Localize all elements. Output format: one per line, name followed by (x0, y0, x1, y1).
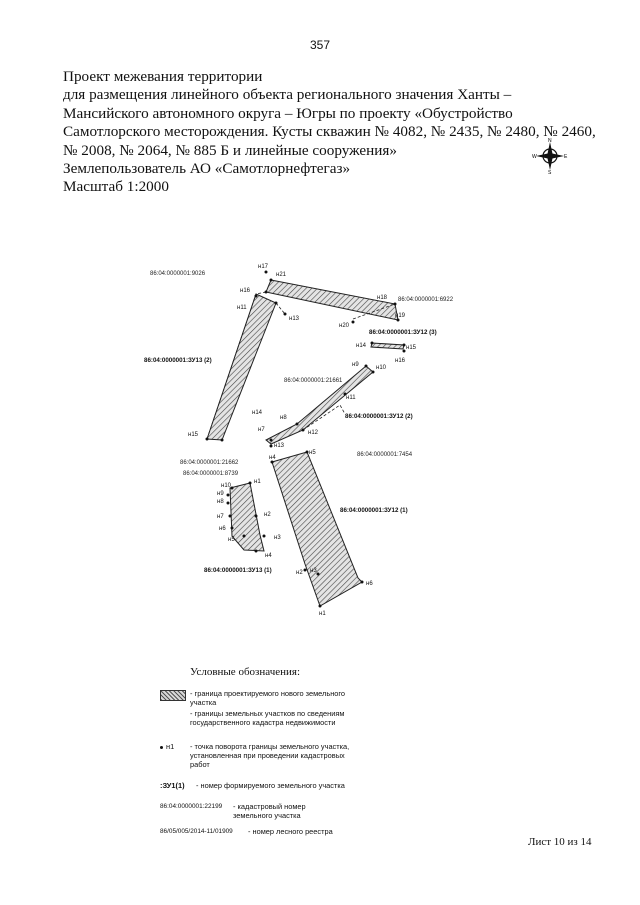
cadastral-label: 86:04:0000001:9026 (150, 271, 206, 277)
point-label: н12 (308, 430, 319, 436)
legend-text: - точка поворота границы земельного учас… (190, 742, 350, 770)
legend-point-symbol: н1 (160, 742, 174, 751)
point-label: н9 (217, 491, 224, 497)
title-line: Масштаб 1:2000 (63, 178, 169, 196)
point-label: н6 (366, 581, 373, 587)
cadastral-boundary (302, 404, 346, 431)
title-line: для размещения линейного объекта региона… (63, 86, 512, 104)
cadastral-boundary (352, 303, 396, 320)
parcel-label: 86:04:0000001:ЗУ12 (1) (340, 507, 408, 514)
point-label: н2 (264, 512, 271, 518)
point-label: н7 (258, 427, 265, 433)
point-label: н17 (258, 264, 269, 270)
legend-text: - номер формируемого земельного участка (196, 781, 345, 790)
point-label: н20 (339, 323, 350, 329)
parcel-label: 86:04:0000001:ЗУ13 (2) (144, 357, 212, 364)
point-label: н18 (377, 295, 388, 301)
legend-text: - граница проектируемого нового земельно… (190, 689, 346, 708)
point-label: н13 (289, 316, 300, 322)
compass-e: E (564, 154, 568, 160)
parcel-label: 86:04:0000001:ЗУ13 (1) (204, 567, 272, 574)
parcel-zu13-1 (229, 482, 265, 552)
legend-title: Условные обозначения: (190, 666, 301, 678)
point-label: н16 (395, 358, 406, 364)
point-label: н11 (237, 305, 247, 311)
point-label: н13 (274, 443, 285, 449)
legend-symbol: 86/05/005/2014-11/01909 (160, 828, 233, 835)
title-line: Проект межевания территории (63, 68, 263, 85)
point-label: н5 (228, 537, 235, 543)
point-label: н9 (352, 362, 359, 368)
point-label: н10 (376, 365, 387, 371)
legend-text: - номер лесного реестра (248, 827, 333, 836)
legend-symbol: 86:04:0000001:22199 (160, 803, 223, 810)
point-label: н16 (240, 288, 251, 294)
parcel-label: 86:04:0000001:ЗУ12 (2) (345, 413, 413, 420)
title-line: Самотлорского месторождения. Кусты скваж… (63, 123, 596, 141)
legend-symbol: :ЗУ1(1) (160, 781, 185, 790)
title-line: № 2008, № 2064, № 885 Б и линейные соору… (63, 141, 397, 159)
title-line: Мансийского автономного округа – Югры по… (63, 104, 513, 122)
legend-text: - границы земельных участков по сведения… (190, 709, 345, 728)
point-markers (205, 270, 406, 608)
parcel-zu13-2 (206, 293, 277, 441)
point-label: н14 (252, 410, 263, 416)
point-label: н10 (221, 483, 232, 489)
cadastral-label: 86:04:0000001:7454 (357, 452, 413, 458)
legend-text: - кадастровый номер земельного участка (233, 802, 306, 821)
point-label: н3 (310, 568, 317, 574)
legend-hatch-swatch (160, 690, 186, 701)
title-line: Землепользователь АО «Самотлорнефтегаз» (63, 160, 351, 178)
page-number: 357 (309, 38, 331, 52)
cadastral-boundary (275, 302, 286, 315)
document-title: Проект межевания территории для размещен… (63, 68, 596, 197)
point-label: н8 (280, 415, 287, 421)
cadastral-boundary (206, 291, 267, 440)
compass-s: S (548, 170, 552, 174)
parcel-zu12-1 (271, 451, 363, 607)
point-label: н11 (346, 395, 356, 401)
cadastral-label: 86:04:0000001:6922 (398, 297, 454, 303)
point-label: н4 (269, 455, 276, 461)
point-label: н19 (395, 313, 406, 319)
point-label: н8 (217, 499, 224, 505)
sheet-number: Лист 10 из 14 (528, 836, 592, 848)
parcel-small-strip (370, 342, 405, 350)
compass-w: W (532, 154, 537, 160)
point-label: н5 (309, 450, 316, 456)
point-label: н15 (188, 432, 199, 438)
cadastral-label: 86:04:0000001:8739 (183, 471, 239, 477)
compass-icon: N S E W (532, 138, 568, 174)
point-label: н4 (265, 553, 272, 559)
point-label: н3 (274, 535, 281, 541)
point-label: н1 (319, 611, 326, 617)
point-label: н2 (296, 570, 303, 576)
point-label: н1 (254, 479, 261, 485)
point-label: н6 (219, 526, 226, 532)
cadastral-label: 86:04:0000001:21662 (180, 460, 239, 466)
compass-n: N (548, 138, 552, 144)
point-label: н7 (217, 514, 224, 520)
point-label: н15 (406, 345, 417, 351)
point-label: н21 (276, 272, 287, 278)
parcel-label: 86:04:0000001:ЗУ12 (3) (369, 329, 437, 336)
cadastral-label: 86:04:0000001:21661 (284, 378, 343, 384)
point-label: н14 (356, 343, 367, 349)
